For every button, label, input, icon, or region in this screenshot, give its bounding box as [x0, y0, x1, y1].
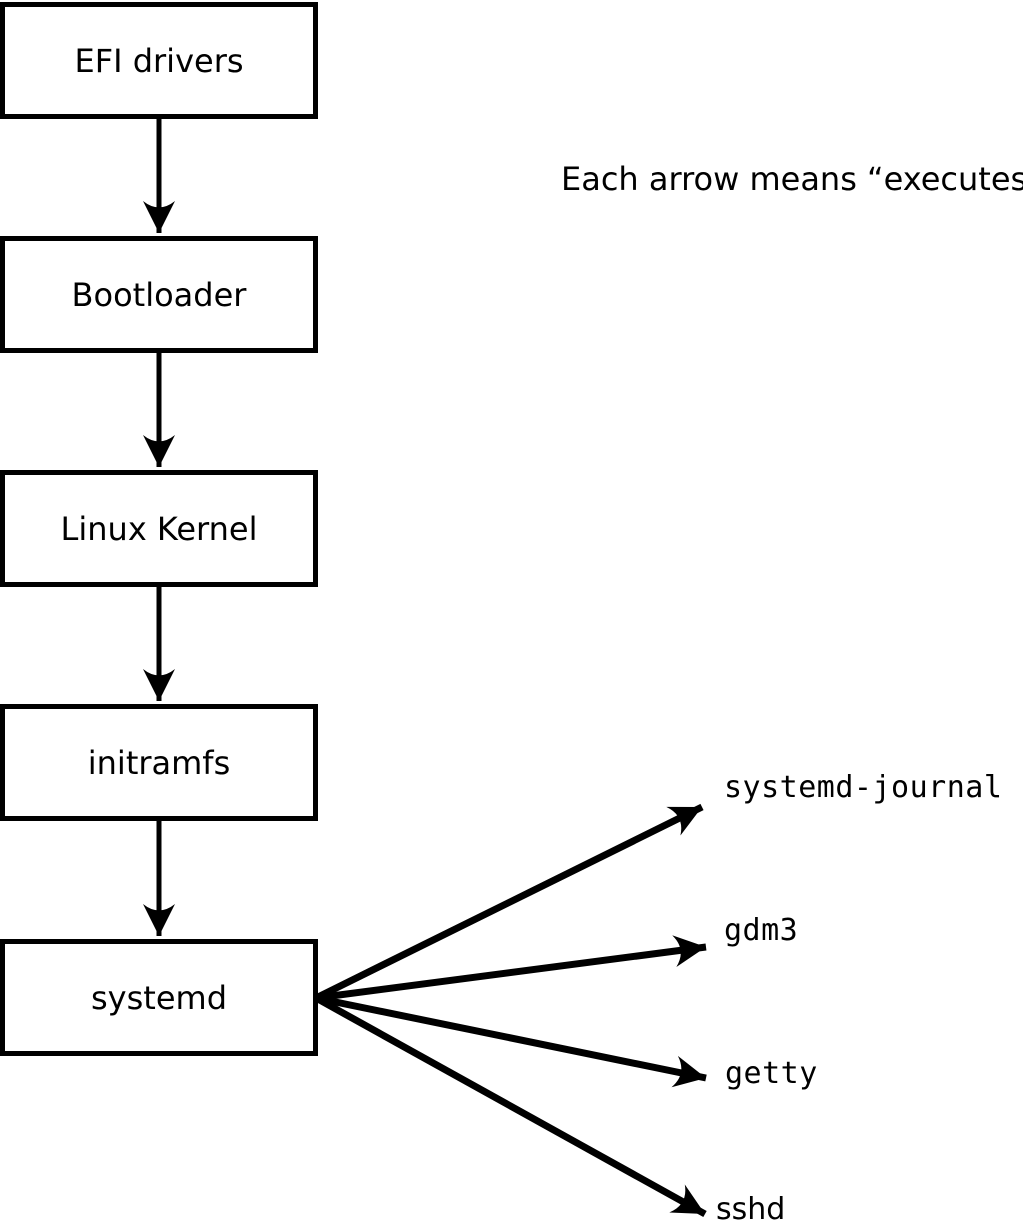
node-linux-kernel: Linux Kernel [0, 470, 318, 587]
node-efi-drivers: EFI drivers [0, 2, 318, 119]
node-systemd: systemd [0, 939, 318, 1056]
arrow-systemd-to-gdm3 [315, 935, 707, 1002]
arrow-systemd-to-getty [315, 994, 707, 1088]
node-bootloader: Bootloader [0, 236, 318, 353]
node-initramfs: initramfs [0, 704, 318, 821]
label-getty: getty [725, 1056, 818, 1091]
label-gdm3: gdm3 [724, 913, 799, 948]
label-systemd-journal: systemd-journal [724, 770, 1003, 805]
arrow-systemd-to-sshd [314, 994, 707, 1218]
label-sshd: sshd [716, 1192, 786, 1227]
arrow-systemd-to-systemd-journal [314, 803, 704, 1002]
arrow-legend-text: Each arrow means “executes”. [561, 160, 1023, 198]
